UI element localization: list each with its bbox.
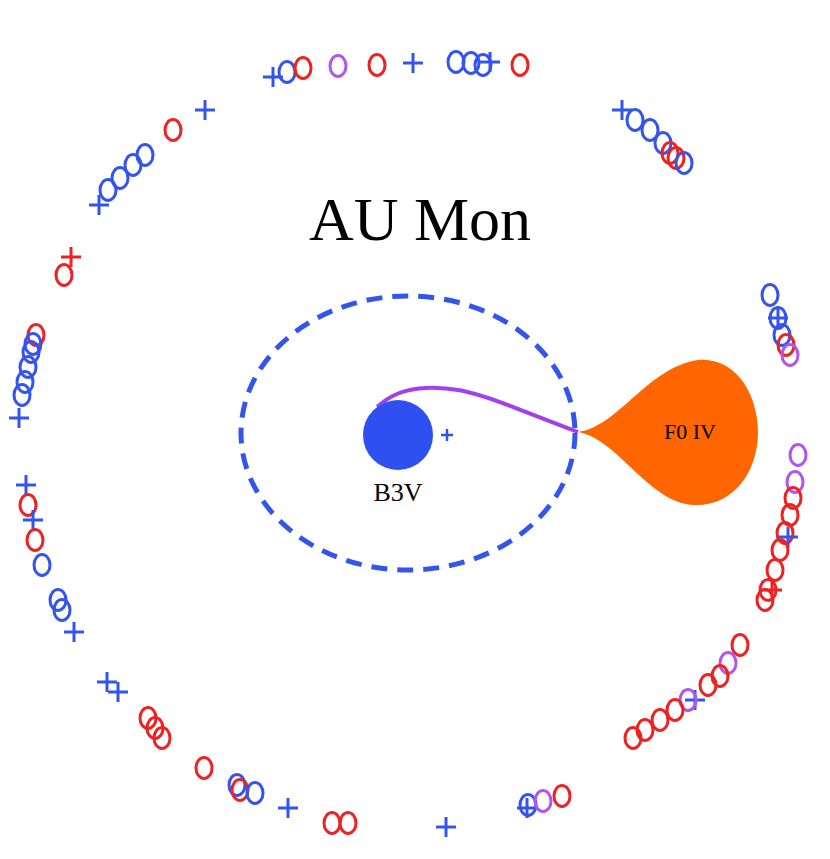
observation-markers [9, 52, 806, 838]
star-label: F0 IV [664, 421, 716, 443]
circle-marker [23, 342, 39, 363]
plus-marker [97, 672, 117, 692]
circle-marker [700, 675, 716, 696]
circle-marker [27, 530, 43, 551]
circle-marker [772, 540, 788, 561]
circle-marker [196, 758, 212, 779]
circle-marker [165, 120, 181, 141]
plus-marker [89, 195, 109, 215]
plus-marker [9, 408, 29, 428]
circle-marker [324, 813, 340, 834]
roche-lobe: F0 IV [578, 357, 758, 507]
star-circle: B3V [363, 400, 433, 470]
circle-marker [154, 728, 170, 749]
circle-marker [512, 55, 528, 76]
circle-marker [732, 635, 748, 656]
small-plus-marker [441, 429, 453, 441]
circle-marker [14, 385, 30, 406]
plus-marker [16, 475, 36, 495]
circle-marker [790, 445, 806, 466]
accretion-disk [241, 296, 575, 570]
circle-marker [295, 58, 311, 79]
plus-marker [61, 247, 81, 267]
roche-lobe-fill [578, 360, 758, 505]
circle-marker [667, 700, 683, 721]
circle-marker [762, 285, 778, 306]
plus-marker [436, 817, 456, 837]
circle-marker [757, 590, 773, 611]
circle-marker [782, 345, 798, 366]
plus-marker [64, 622, 84, 642]
circle-marker [330, 56, 346, 77]
circle-marker [369, 55, 385, 76]
circle-marker [554, 786, 570, 807]
circle-marker [627, 110, 643, 131]
plus-marker [23, 510, 43, 530]
circle-marker [279, 62, 295, 83]
circle-marker [340, 813, 356, 834]
circle-marker [232, 780, 248, 801]
circle-marker [535, 791, 551, 812]
circle-marker [100, 180, 116, 201]
diagram-title: AU Mon [220, 188, 620, 250]
plus-marker [480, 52, 500, 72]
circle-marker [56, 265, 72, 286]
plus-marker [612, 100, 632, 120]
circle-marker [625, 728, 641, 749]
plus-marker [195, 100, 215, 120]
star-label: B3V [373, 480, 422, 506]
circle-marker [652, 710, 668, 731]
plus-marker [278, 798, 298, 818]
circle-marker [34, 555, 50, 576]
circle-marker [247, 783, 263, 804]
plus-marker [403, 53, 423, 73]
circle-marker [17, 372, 33, 393]
circle-marker [676, 153, 692, 174]
circle-marker [54, 600, 70, 621]
circle-marker [767, 560, 783, 581]
circle-marker [20, 357, 36, 378]
plus-marker [108, 682, 128, 702]
